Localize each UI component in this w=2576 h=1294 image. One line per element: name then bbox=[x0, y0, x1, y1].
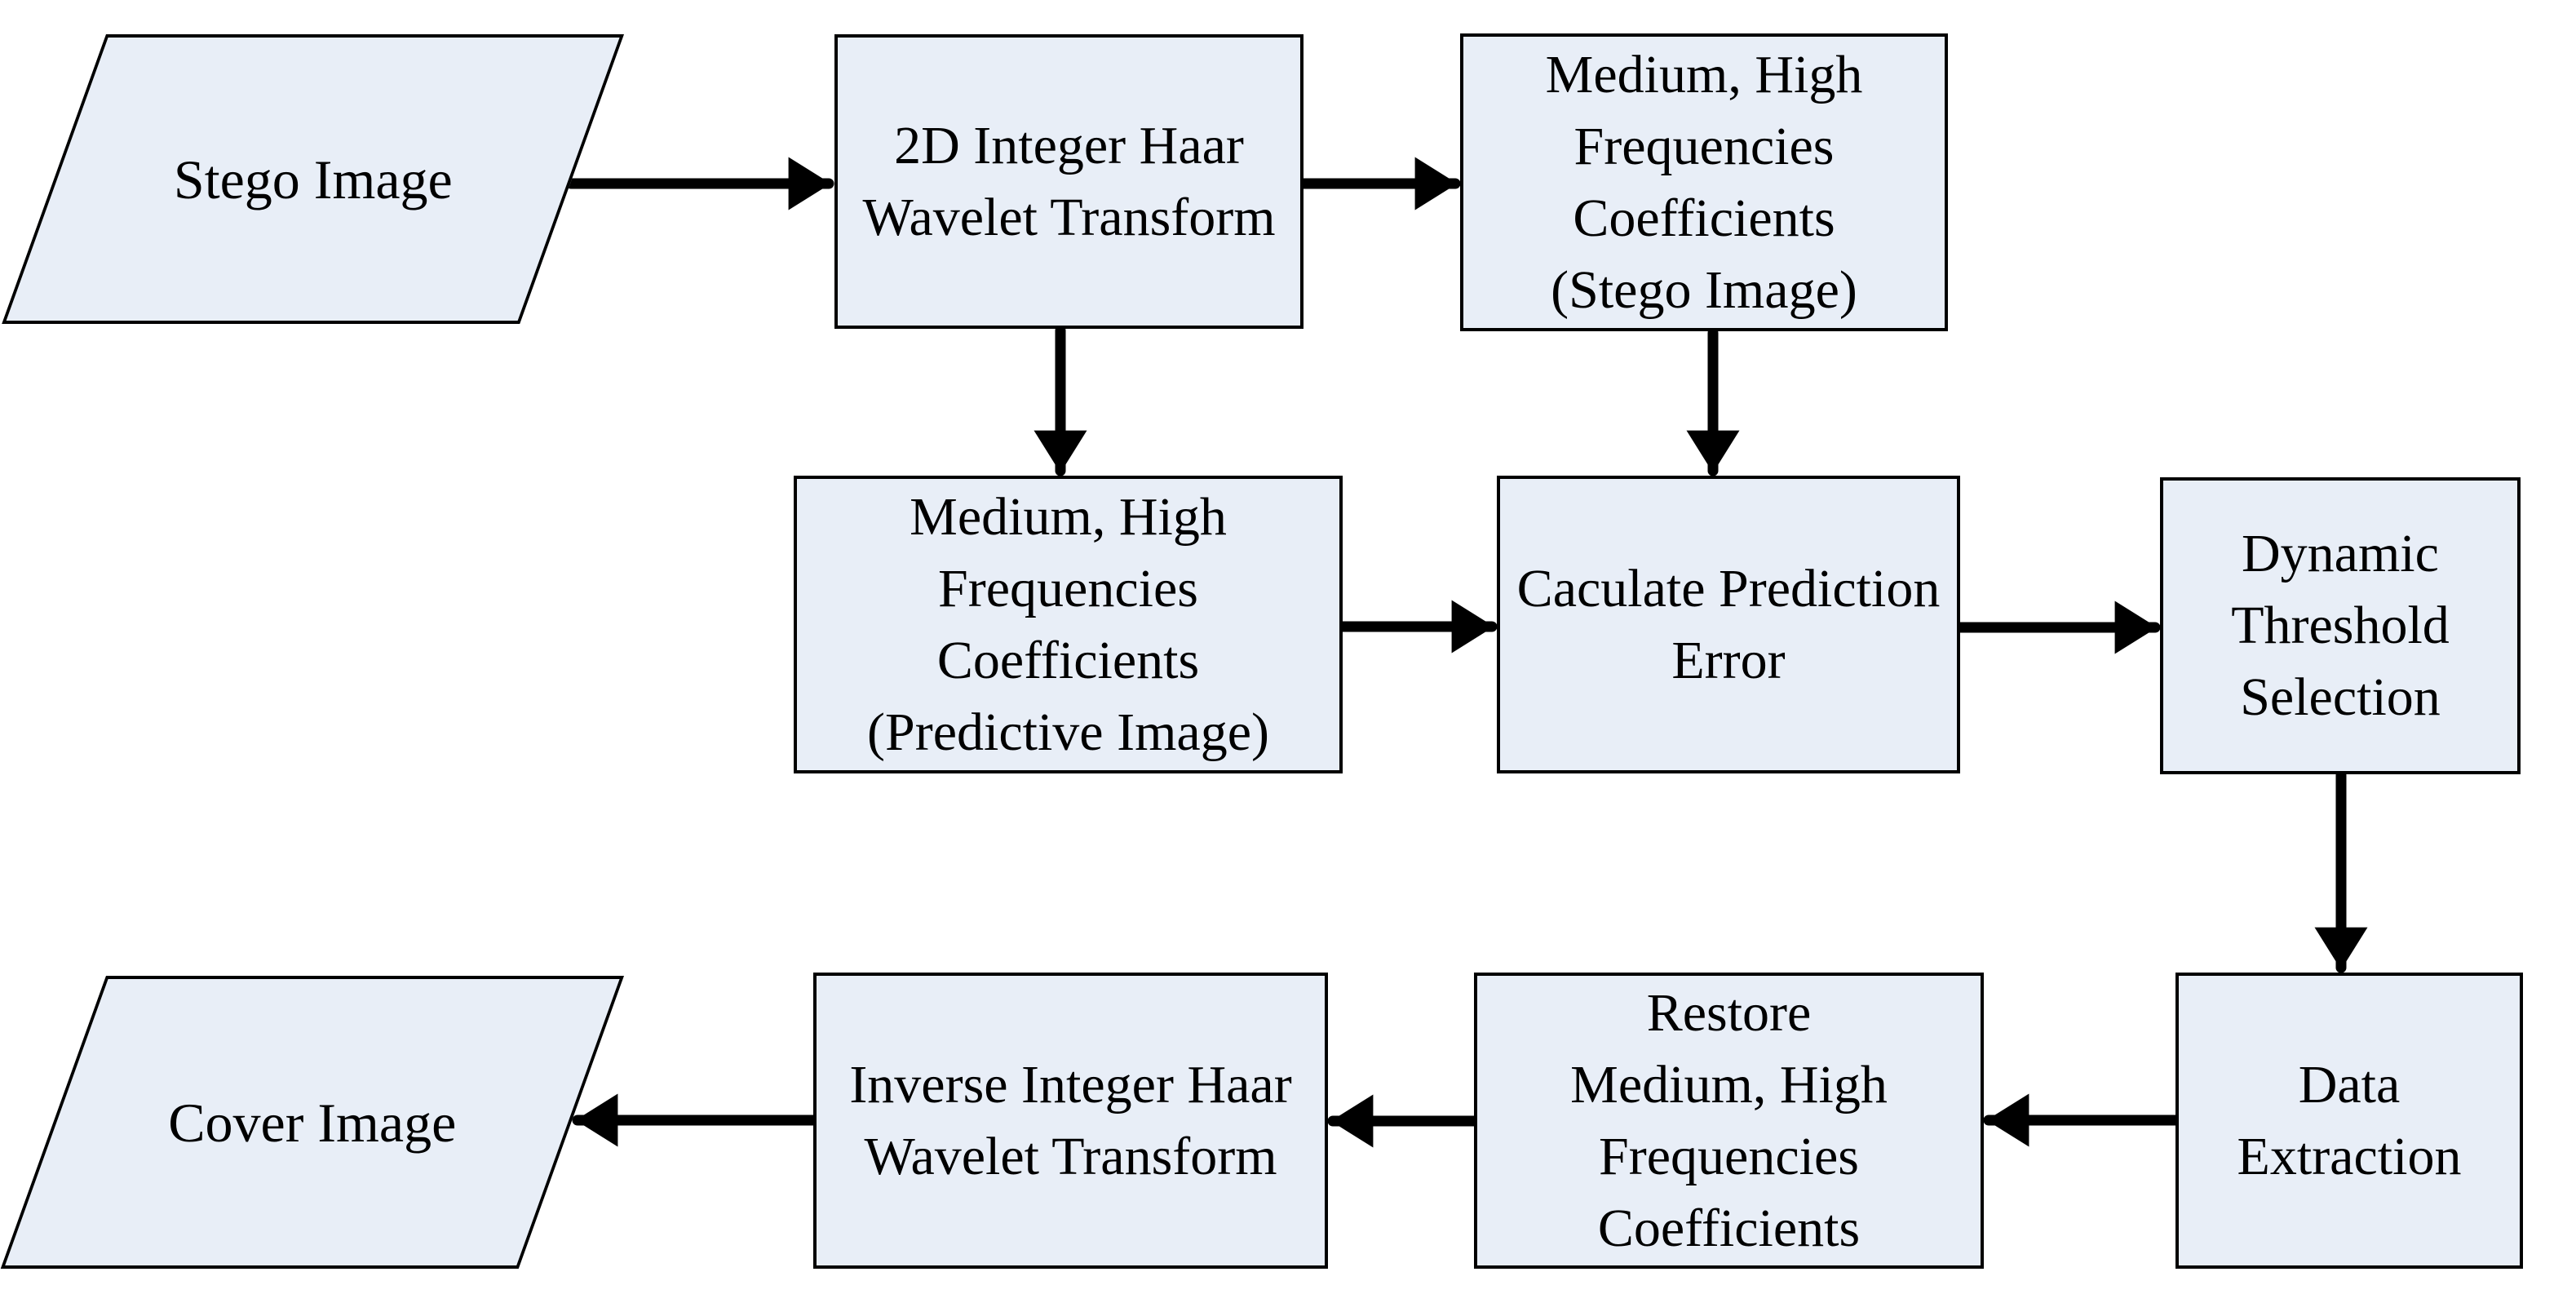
node-inverse-haar-wavelet-transform-label: Inverse Integer Haar Wavelet Transform bbox=[849, 1054, 1292, 1186]
node-calculate-prediction-error: Caculate Prediction Error bbox=[1497, 476, 1960, 773]
node-haar-wavelet-transform-label: 2D Integer Haar Wavelet Transform bbox=[862, 115, 1276, 247]
node-medium-high-coefficients-stego-label: Medium, High Frequencies Coefficients (S… bbox=[1545, 44, 1863, 320]
node-inverse-haar-wavelet-transform: Inverse Integer Haar Wavelet Transform bbox=[813, 973, 1328, 1269]
node-medium-high-coefficients-predictive-label: Medium, High Frequencies Coefficients (P… bbox=[867, 486, 1269, 762]
node-medium-high-coefficients-predictive: Medium, High Frequencies Coefficients (P… bbox=[794, 476, 1343, 773]
node-dynamic-threshold-selection: Dynamic Threshold Selection bbox=[2160, 477, 2521, 774]
node-stego-image: Stego Image bbox=[2, 34, 624, 324]
node-data-extraction-label: Data Extraction bbox=[2237, 1054, 2462, 1186]
node-dynamic-threshold-selection-label: Dynamic Threshold Selection bbox=[2231, 524, 2450, 727]
node-restore-medium-high-coefficients-label: Restore Medium, High Frequencies Coeffic… bbox=[1570, 982, 1888, 1258]
node-medium-high-coefficients-stego: Medium, High Frequencies Coefficients (S… bbox=[1460, 33, 1948, 331]
node-restore-medium-high-coefficients: Restore Medium, High Frequencies Coeffic… bbox=[1474, 973, 1984, 1269]
node-cover-image-label: Cover Image bbox=[168, 1091, 457, 1154]
node-cover-image: Cover Image bbox=[0, 976, 624, 1269]
node-calculate-prediction-error-label: Caculate Prediction Error bbox=[1516, 558, 1941, 690]
node-stego-image-label: Stego Image bbox=[173, 148, 453, 210]
node-data-extraction: Data Extraction bbox=[2175, 973, 2523, 1269]
node-haar-wavelet-transform: 2D Integer Haar Wavelet Transform bbox=[834, 34, 1303, 329]
